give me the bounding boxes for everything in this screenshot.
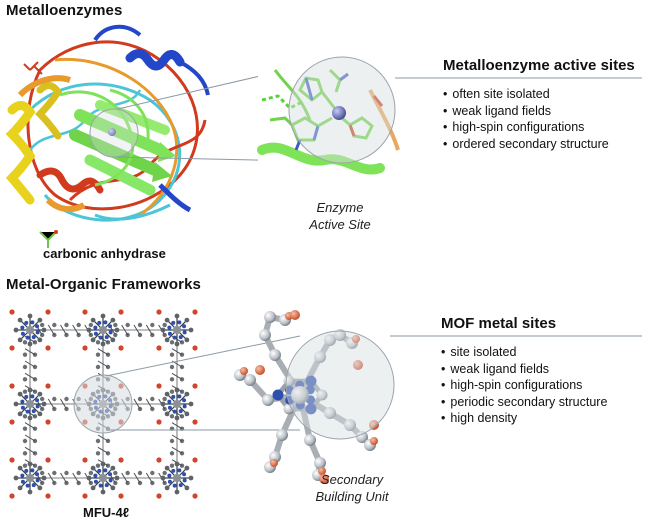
list-item: high-spin configurations	[441, 377, 607, 394]
sbu-zoom-caption: Secondary Building Unit	[297, 471, 407, 505]
enzyme-zoom-caption-line1: Enzyme	[316, 200, 364, 215]
mof-panel-title: MOF metal sites	[441, 315, 557, 332]
list-item: periodic secondary structure	[441, 394, 607, 411]
mof-bullet-list: site isolated weak ligand fields high-sp…	[441, 344, 607, 427]
protein-zoom-circle	[89, 108, 139, 158]
secondary-building-unit-image	[234, 310, 379, 484]
list-item: weak ligand fields	[441, 361, 607, 378]
list-item: ordered secondary structure	[443, 136, 608, 153]
enzyme-panel-title: Metalloenzyme active sites	[443, 57, 635, 74]
list-item: high-spin configurations	[443, 119, 609, 136]
enzyme-bullet-list: often site isolated weak ligand fields h…	[443, 86, 609, 153]
protein-caption: carbonic anhydrase	[43, 246, 166, 261]
list-item: weak ligand fields	[443, 103, 609, 120]
mofs-section-title: Metal-Organic Frameworks	[6, 276, 201, 293]
enzyme-active-site-image	[257, 55, 400, 175]
sbu-zoom-caption-line2: Building Unit	[315, 489, 389, 504]
lattice-zoom-circle	[73, 374, 133, 434]
list-item: site isolated	[441, 344, 607, 361]
metal-ion-sphere	[332, 106, 346, 120]
enzyme-zoom-caption: Enzyme Active Site	[290, 199, 390, 233]
list-item: often site isolated	[443, 86, 609, 103]
list-item: high density	[441, 410, 607, 427]
sbu-zoom-circle	[285, 330, 395, 440]
enzymes-section-title: Metalloenzymes	[6, 2, 123, 19]
enzyme-zoom-caption-line2: Active Site	[309, 217, 371, 232]
framework-caption: MFU-4ℓ	[83, 505, 130, 520]
sbu-zoom-caption-line1: Secondary	[320, 472, 384, 487]
